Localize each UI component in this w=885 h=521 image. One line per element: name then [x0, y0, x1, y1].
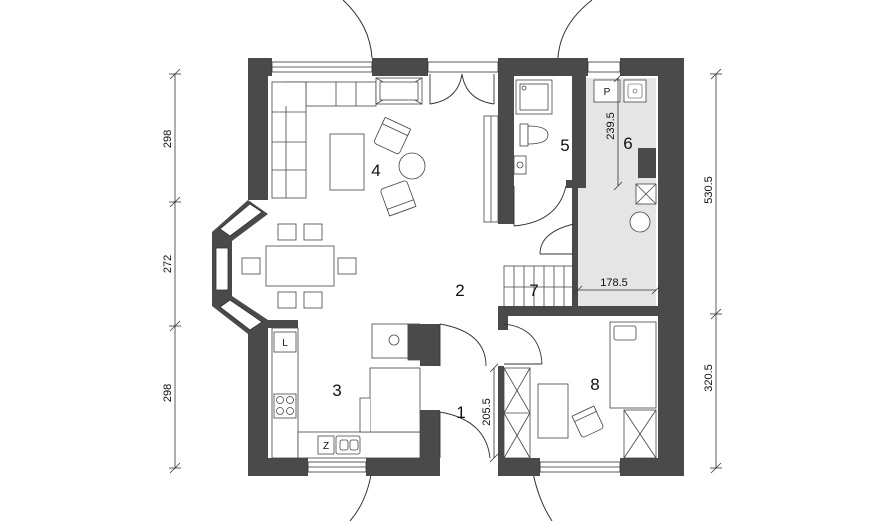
bay-window [212, 200, 268, 334]
dim-left-top: 298 [162, 130, 174, 148]
wall-top-middle [498, 58, 588, 76]
room-label-7: 7 [529, 281, 538, 300]
wall-right [658, 58, 684, 476]
wall-top-window-pier-1 [372, 58, 428, 76]
fixture-label-l: L [282, 338, 288, 349]
sofa [271, 81, 377, 199]
wall-left-bottom [248, 320, 268, 476]
dim-left-bottom: 298 [162, 384, 174, 402]
staircase [503, 265, 575, 309]
terrace-door [429, 73, 495, 105]
fireplace-box [375, 77, 423, 105]
dim-left-middle: 272 [162, 255, 174, 273]
wall-entry-lower [420, 410, 440, 460]
room-label-1: 1 [456, 403, 465, 422]
exterior-walls [248, 58, 684, 476]
dim-right-top: 530.5 [703, 176, 715, 204]
wall-room8-left [498, 316, 508, 330]
boiler-room-fixtures: P [593, 79, 657, 233]
wall-entry-left [420, 324, 440, 366]
entry-closet [503, 367, 531, 459]
wall-unit [483, 115, 499, 223]
dim-right-bottom: 320.5 [703, 364, 715, 392]
room-label-2: 2 [455, 281, 464, 300]
wall-bottom-right-1 [498, 458, 540, 476]
wall-room8-left-lower [498, 366, 504, 466]
room-label-3: 3 [332, 381, 341, 400]
wall-bathroom-right [572, 76, 586, 186]
dim-room7-width: 178.5 [600, 277, 628, 289]
wall-kitchen-top [268, 320, 298, 328]
dim-room6-height: 239.5 [605, 112, 617, 140]
wall-left-top [248, 58, 268, 200]
armchairs [373, 116, 426, 217]
wall-bottom-left [248, 458, 308, 476]
interior-walls [268, 76, 658, 466]
dining-set [241, 223, 357, 309]
room-label-6: 6 [623, 134, 632, 153]
room-label-5: 5 [560, 136, 569, 155]
wall-partition-room8 [498, 306, 658, 316]
wall-bottom-mid [366, 458, 440, 476]
wall-boiler-left [572, 188, 578, 308]
wall-bathroom-left [498, 76, 514, 224]
wall-bottom-right-2 [620, 458, 684, 476]
bathroom-fixtures [513, 79, 553, 175]
room-label-8: 8 [590, 375, 599, 394]
fixture-label-p: P [604, 87, 611, 98]
windows [271, 61, 621, 473]
fixture-label-z: Z [323, 441, 329, 452]
dimension-lines [169, 68, 722, 474]
wall-bathroom-step [566, 180, 586, 188]
heater-unit [638, 148, 656, 178]
room-8-furniture [537, 321, 657, 459]
coffee-table [329, 133, 365, 191]
interior-doors [439, 185, 575, 459]
dim-entry-width: 205.5 [481, 398, 493, 426]
kitchen-fixtures: L Z [271, 323, 421, 459]
room-label-4: 4 [371, 161, 380, 180]
